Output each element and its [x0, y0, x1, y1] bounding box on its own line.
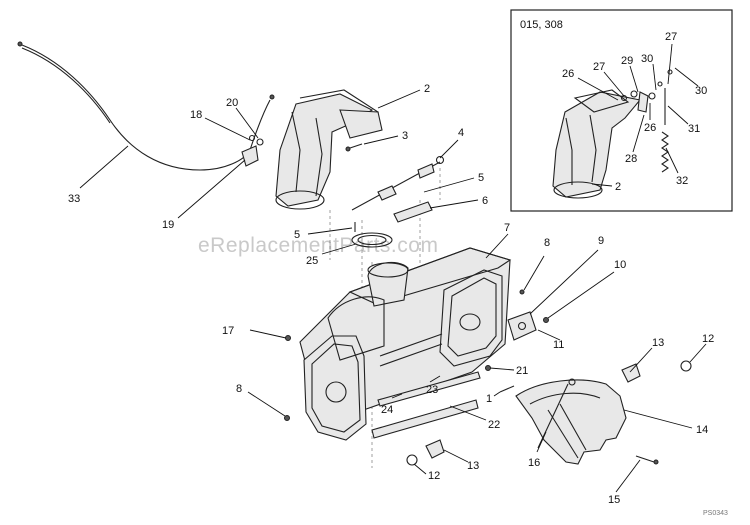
- bearing-plate-9-part: [507, 311, 537, 341]
- auger-housing-part: [299, 247, 512, 441]
- inset-callout-29: 29: [621, 55, 633, 67]
- bolt-8-lower-part: [284, 415, 290, 421]
- skid-13-right-part: [621, 360, 692, 383]
- inset-panel: 015, 308 26 27: [510, 9, 733, 212]
- callout-5-upper: 5: [478, 172, 484, 184]
- callout-3: 3: [402, 130, 408, 142]
- auger-side-plate-14-part: [515, 378, 627, 465]
- callout-2: 2: [424, 83, 430, 95]
- callout-24: 24: [381, 404, 393, 416]
- callout-22: 22: [488, 419, 500, 431]
- callout-33: 33: [68, 193, 80, 205]
- callout-12-right: 12: [702, 333, 714, 345]
- callout-4: 4: [458, 127, 464, 139]
- crank-rod-part: [351, 155, 445, 211]
- inset-callout-31: 31: [688, 123, 700, 135]
- inset-callout-2: 2: [615, 181, 621, 193]
- callout-13-lower: 13: [467, 460, 479, 472]
- callout-8-upper: 8: [544, 237, 550, 249]
- bolt-1-part: [499, 385, 515, 393]
- wear-strip-22-part: [371, 399, 479, 439]
- cable-bracket-part: [241, 134, 264, 167]
- callout-16: 16: [528, 457, 540, 469]
- bolt-21-part: [485, 365, 491, 371]
- inset-callout-26b: 26: [644, 122, 656, 134]
- inset-callout-28: 28: [625, 153, 637, 165]
- discharge-chute-part: [275, 89, 383, 210]
- inset-callout-27b: 27: [665, 31, 677, 43]
- inset-hardware: [620, 69, 673, 173]
- gasket-25-part: [351, 232, 393, 248]
- callout-6: 6: [482, 195, 488, 207]
- callout-13-right: 13: [652, 337, 664, 349]
- inset-title: 015, 308: [520, 19, 563, 31]
- callout-17: 17: [222, 325, 234, 337]
- callout-5-lower: 5: [294, 229, 300, 241]
- callout-11: 11: [553, 339, 564, 351]
- callout-8-lower: 8: [236, 383, 242, 395]
- callout-18: 18: [190, 109, 202, 121]
- callout-15: 15: [608, 494, 620, 506]
- callout-23: 23: [426, 384, 438, 396]
- callout-12-lower: 12: [428, 470, 440, 482]
- bolt-3-part: [345, 143, 363, 152]
- callout-20: 20: [226, 97, 238, 109]
- control-cable-part: [17, 41, 275, 171]
- callout-7: 7: [504, 222, 510, 234]
- rod-16-part: [537, 383, 569, 449]
- callout-1: 1: [486, 393, 492, 405]
- inset-callout-27a: 27: [593, 61, 605, 73]
- bolt-17-part: [285, 335, 291, 341]
- scraper-bar-part: [377, 371, 481, 407]
- inset-callout-26a: 26: [562, 68, 574, 80]
- callout-10: 10: [614, 259, 626, 271]
- bolt-15-part: [635, 455, 659, 465]
- callout-19: 19: [162, 219, 174, 231]
- bracket-6-part: [393, 201, 433, 223]
- callout-25: 25: [306, 255, 318, 267]
- inset-callout-30b: 30: [695, 85, 707, 97]
- skid-13-lower-part: [406, 439, 445, 466]
- bolt-10-part: [543, 317, 549, 323]
- watermark-text: eReplacementParts.com: [198, 234, 438, 257]
- inset-callout-32: 32: [676, 175, 688, 187]
- inset-callout-30a: 30: [641, 53, 653, 65]
- callout-9: 9: [598, 235, 604, 247]
- diagram-code: PS0343: [703, 510, 728, 517]
- callout-21: 21: [516, 365, 528, 377]
- callout-14: 14: [696, 424, 708, 436]
- bolt-8-upper-part: [519, 289, 525, 295]
